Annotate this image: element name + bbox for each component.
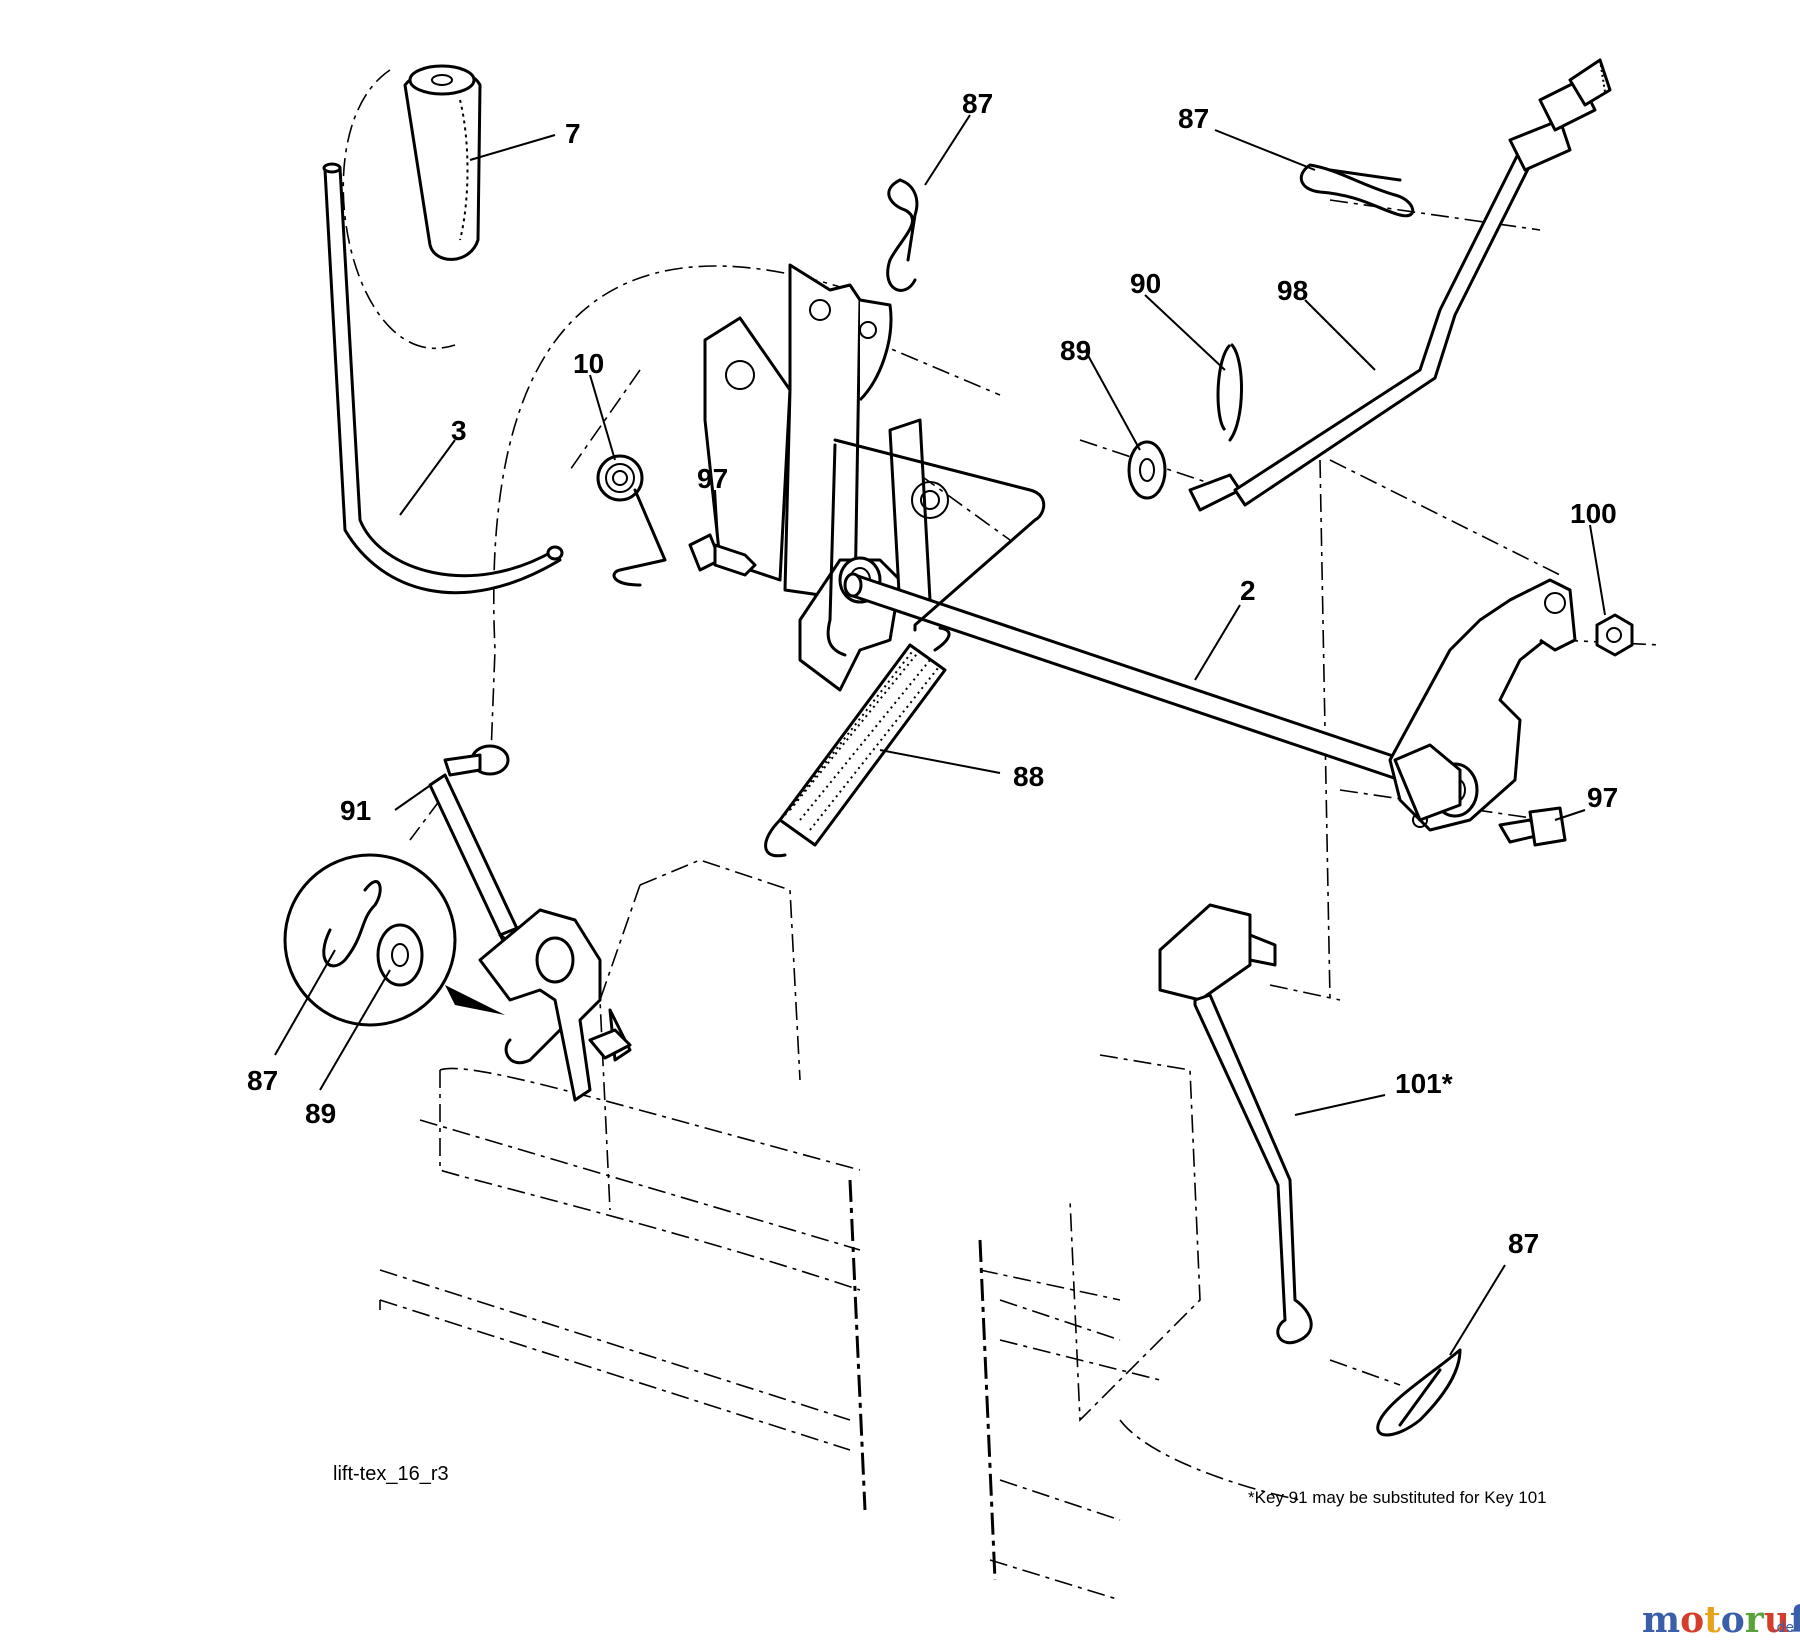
label-89-a: 89 [1060,335,1091,366]
label-97-a: 97 [697,463,728,494]
footnote: *Key 91 may be substituted for Key 101 [1248,1488,1547,1507]
reference-lines [342,69,1661,1601]
right-bracket [1388,578,1577,832]
label-87-a: 87 [962,88,993,119]
watermark-logo: motoruf .de [1642,1599,1800,1641]
adjustment-rod [1233,58,1612,507]
washer-upper [1127,440,1167,500]
label-87-b: 87 [1178,103,1209,134]
label-98: 98 [1277,275,1308,306]
deck-right-outline [978,1054,1301,1581]
upper-bracket [703,263,949,692]
shoulder-bolt-upper [688,533,757,577]
label-91: 91 [340,795,371,826]
hex-nut [1595,613,1634,657]
label-3: 3 [451,415,467,446]
detail-callout [283,853,505,1027]
leader-lines [274,114,1606,1356]
label-88: 88 [1013,761,1044,792]
logo-letter: u [1764,1599,1790,1641]
logo-suffix: .de [1772,1620,1794,1636]
handle-grip [403,64,482,261]
label-90: 90 [1130,268,1161,299]
lower-left-linkage [478,908,632,1102]
clevis-pin [1188,343,1243,512]
label-89-b: 89 [305,1098,336,1129]
hair-pin-upper-center [886,178,919,292]
hair-pin-lower-right [1376,1348,1462,1437]
label-10: 10 [573,348,604,379]
shoulder-bolt-right [1498,806,1567,847]
drawing-code: lift-tex_16_r3 [333,1463,449,1485]
logo-letter: f [1790,1599,1800,1641]
wire-link [826,438,1046,657]
label-87-c: 87 [247,1065,278,1096]
label-100: 100 [1570,498,1617,529]
label-101: 101* [1395,1068,1453,1099]
label-7: 7 [565,118,581,149]
logo-letter: r [1745,1599,1765,1641]
hair-pin-upper-right [1299,163,1414,218]
svg-text:motoruf: motoruf [1642,1599,1800,1641]
logo-letter: o [1680,1599,1704,1641]
logo-letter: t [1704,1599,1721,1641]
label-2: 2 [1240,575,1256,606]
lift-handle [322,162,564,595]
extension-spring [764,626,951,858]
lift-link [1158,903,1313,1344]
callout-labels: 7 87 87 10 3 90 89 98 97 2 100 88 91 97 … [247,88,1618,1259]
logo-letter: o [1721,1599,1745,1641]
torsion-spring [596,454,667,587]
link-rod [428,744,527,952]
logo-letter: m [1642,1599,1680,1641]
label-87-d: 87 [1508,1228,1539,1259]
deck-left-outline [379,859,867,1511]
label-97-b: 97 [1587,782,1618,813]
